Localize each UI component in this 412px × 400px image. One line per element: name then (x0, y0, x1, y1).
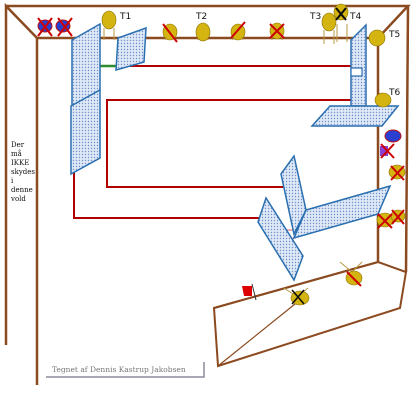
label-t6: T6 (388, 88, 400, 98)
right-panel-window (350, 67, 363, 77)
cross-12 (335, 7, 347, 21)
cross-4 (230, 21, 246, 39)
cross-2 (57, 17, 73, 37)
panel-top (115, 26, 147, 72)
panel-center-lower (257, 196, 304, 282)
cross-13 (291, 289, 305, 305)
cross-marks (37, 7, 405, 305)
cross-8 (377, 213, 393, 229)
panel-left-lower (70, 88, 101, 176)
flag-icon (242, 286, 252, 296)
cross-6 (380, 143, 395, 159)
cross-9 (391, 209, 405, 225)
cross-10 (346, 271, 362, 287)
red-line-outer (73, 65, 352, 219)
cross-7 (390, 165, 405, 181)
warning-line-1: Der (11, 141, 25, 149)
target-t5 (368, 29, 386, 47)
label-t4: T4 (349, 12, 361, 22)
bottom-berm-diagonal (217, 299, 301, 367)
flag-pole (251, 283, 257, 301)
target-t6 (374, 92, 392, 108)
label-t1: T1 (119, 12, 131, 22)
warning-line-2: må (11, 149, 22, 158)
credit-underline (46, 362, 205, 378)
bottom-right-berm (212, 260, 408, 368)
warning-text: Der må IKKE skydes i denne vold (10, 141, 35, 203)
panel-center-horizontal (292, 184, 392, 240)
baffle-panels (70, 22, 400, 282)
cross-1 (37, 17, 53, 37)
cross-3 (162, 23, 178, 43)
popper-marker (380, 146, 388, 156)
target-bottom-crossed-1 (339, 261, 363, 286)
warning-line-6: denne (11, 186, 33, 194)
credit-text: Tegnet af Dennis Kastrup Jakobsen (52, 365, 186, 374)
red-line-inner (106, 99, 352, 188)
target-t3 (321, 12, 337, 44)
warning-line-7: vold (10, 195, 26, 203)
warning-line-5: i (11, 177, 14, 185)
label-t5: T5 (388, 30, 400, 40)
target-t4 (333, 3, 349, 42)
credit-box: Tegnet af Dennis Kastrup Jakobsen (46, 362, 205, 378)
berm-walls (4, 2, 411, 385)
label-t2: T2 (195, 12, 207, 22)
steel-target-right (384, 129, 402, 143)
bottom-berm-top (213, 261, 379, 309)
panel-right-horizontal (310, 105, 400, 127)
shooter-position (242, 283, 257, 301)
warning-line-4: skydes (11, 168, 35, 176)
target-bottom-crossed-2 (283, 287, 310, 306)
target-t1 (101, 10, 117, 40)
target-crossed-2 (230, 23, 246, 41)
panel-right-vertical (350, 23, 367, 107)
warning-line-3: IKKE (11, 159, 29, 167)
target-labels: T1 T2 T3 T4 T5 T6 (119, 12, 400, 98)
target-t2 (195, 22, 211, 42)
label-t3: T3 (309, 12, 321, 22)
cross-5 (269, 23, 285, 39)
right-wall (376, 5, 410, 273)
